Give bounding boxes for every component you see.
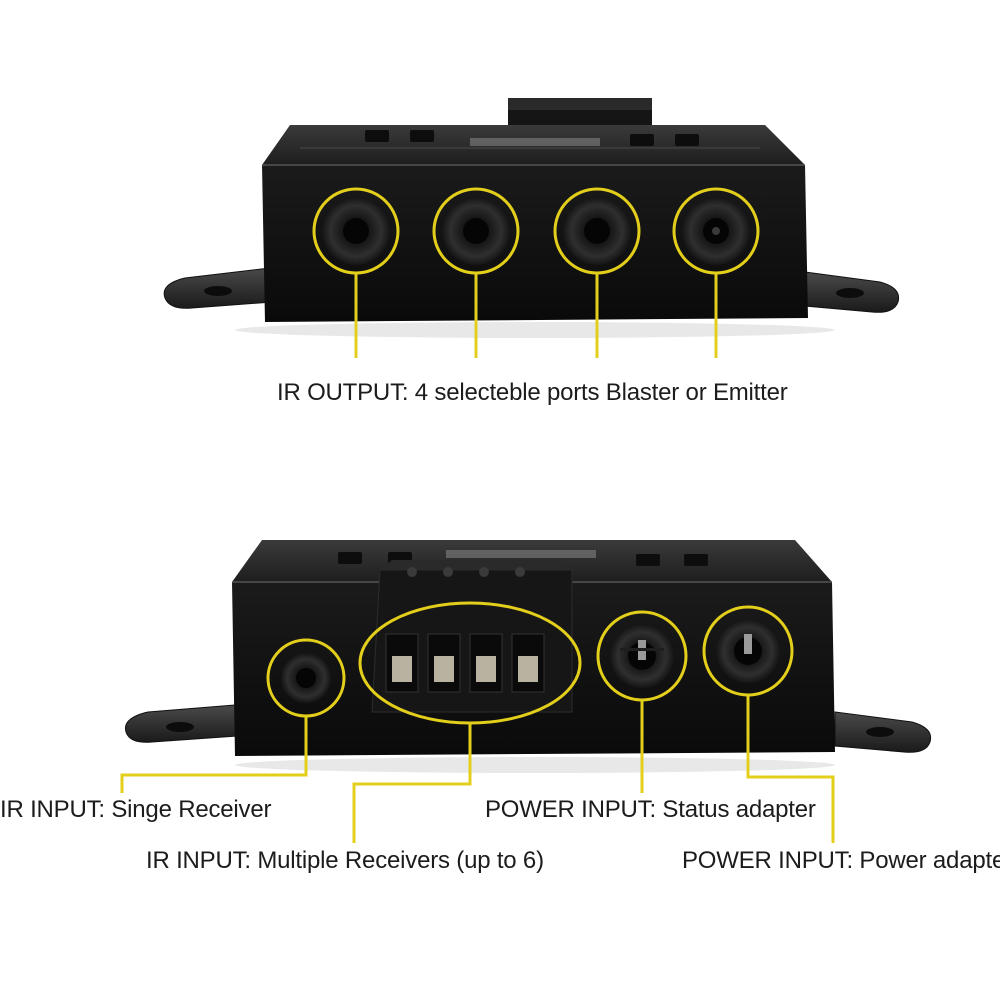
ir-output-jack-3: [563, 197, 631, 265]
bottom-callouts: [120, 601, 835, 843]
ir-output-jack-1: [322, 197, 390, 265]
ir-output-jack-2: [442, 197, 510, 265]
caption-ir-input-single: IR INPUT: Singe Receiver: [0, 796, 272, 823]
terminal-block: [371, 560, 573, 713]
bottom-device: [124, 540, 932, 773]
top-device: [163, 98, 900, 338]
ir-output-jack-4: [682, 197, 750, 265]
caption-ir-input-multiple: IR INPUT: Multiple Receivers (up to 6): [146, 847, 544, 874]
caption-ir-output: IR OUTPUT: 4 selecteble ports Blaster or…: [277, 379, 788, 406]
ir-input-single-jack: [281, 653, 331, 703]
caption-power-adapter: POWER INPUT: Power adapter: [682, 847, 1000, 874]
power-status-jack: [610, 624, 674, 688]
power-adapter-jack: [716, 619, 780, 683]
caption-power-status: POWER INPUT: Status adapter: [485, 796, 816, 823]
ir-output-callouts: [312, 187, 760, 358]
